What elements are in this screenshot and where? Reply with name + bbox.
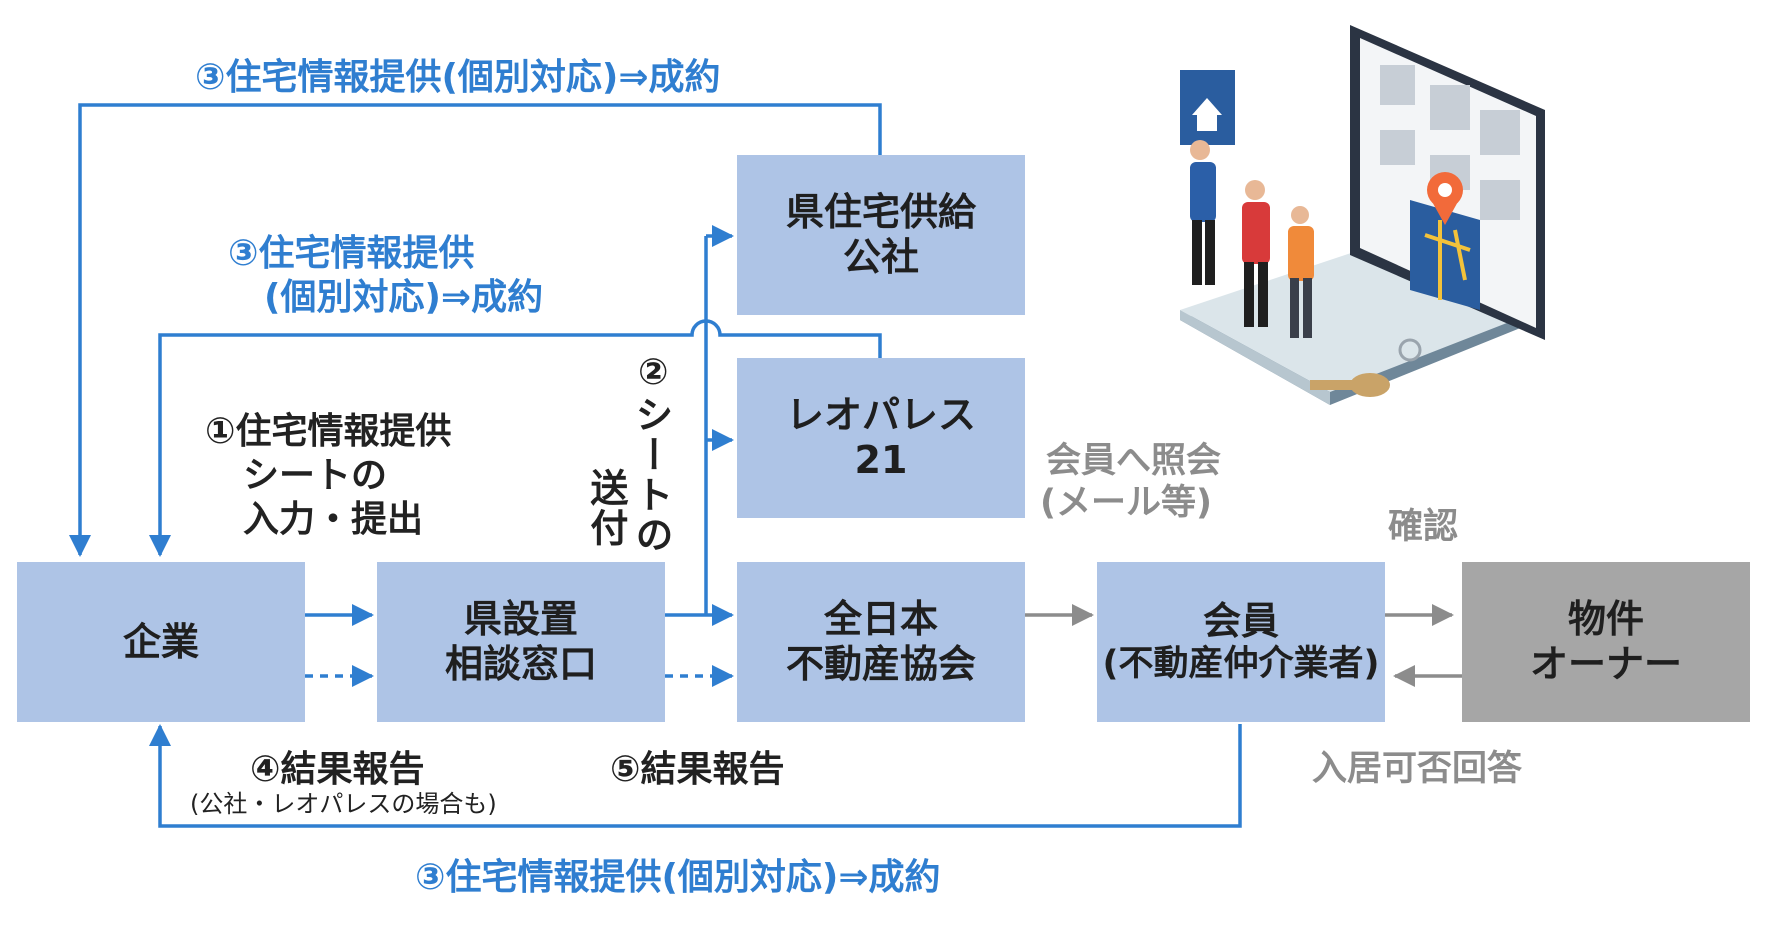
arrow-member-to-company	[149, 724, 1242, 828]
member-label-line2: (不動産仲介業者)	[1102, 643, 1380, 684]
housing-corporation-box: 県住宅供給 公社	[737, 155, 1025, 315]
confirm-label: 確認	[1388, 507, 1459, 547]
office-label-line1: 県設置	[463, 597, 578, 642]
people-viewing-housing-listings-board-icon	[1180, 25, 1545, 405]
property-owner-box: 物件 オーナー	[1462, 562, 1750, 722]
step1-line3: 入力・提出	[243, 498, 424, 540]
bottom-info-label: ③住宅情報提供(個別対応)⇒成約	[415, 857, 941, 898]
top-info-label: ③住宅情報提供(個別対応)⇒成約	[195, 57, 721, 98]
step1-line2: シートの	[243, 454, 388, 496]
member-inquiry-label: 会員へ照会 (メール等)	[1040, 440, 1221, 524]
company-label: 企業	[122, 619, 199, 664]
step4-label: ④結果報告	[250, 749, 425, 790]
company-box: 企業	[17, 562, 305, 722]
member-label-line1: 会員	[1202, 598, 1279, 643]
step1-line1: ①住宅情報提供	[205, 411, 452, 452]
step5-label: ⑤結果報告	[610, 749, 785, 790]
step2-column-1: シートの	[628, 395, 673, 555]
kosha-label-line2: 公社	[842, 235, 919, 279]
member-broker-box: 会員 (不動産仲介業者)	[1097, 562, 1385, 722]
member-inquiry-line1: 会員へ照会	[1046, 441, 1222, 481]
kosha-label-line1: 県住宅供給	[785, 190, 976, 235]
move-in-answer-label: 入居可否回答	[1312, 749, 1523, 789]
leo-label-line1: レオパレス	[785, 393, 976, 438]
member-inquiry-line2: (メール等)	[1040, 483, 1212, 523]
leo-label-line2: 21	[854, 438, 908, 482]
zennichi-association-box: 全日本 不動産協会	[737, 562, 1025, 722]
owner-label-line1: 物件	[1567, 597, 1644, 642]
step1-label: ①住宅情報提供 シートの 入力・提出	[205, 410, 451, 542]
consultation-office-box: 県設置 相談窓口	[377, 562, 665, 722]
mid-info-line2: (個別対応)⇒成約	[264, 276, 544, 318]
arrow-kosha-to-company	[69, 103, 882, 557]
office-label-line2: 相談窓口	[444, 642, 597, 686]
step2-number: ②	[638, 352, 669, 393]
owner-label-line2: オーナー	[1529, 642, 1682, 686]
mid-info-label: ③住宅情報提供 (個別対応)⇒成約	[228, 232, 543, 320]
step4-note: (公社・レオパレスの場合も)	[190, 790, 497, 818]
zennichi-label-line2: 不動産協会	[785, 642, 976, 686]
mid-info-line1: ③住宅情報提供	[228, 233, 475, 274]
zennichi-label-line1: 全日本	[823, 597, 938, 642]
leopalace-box: レオパレス 21	[737, 358, 1025, 518]
step2-column-2: 送付	[583, 468, 628, 548]
